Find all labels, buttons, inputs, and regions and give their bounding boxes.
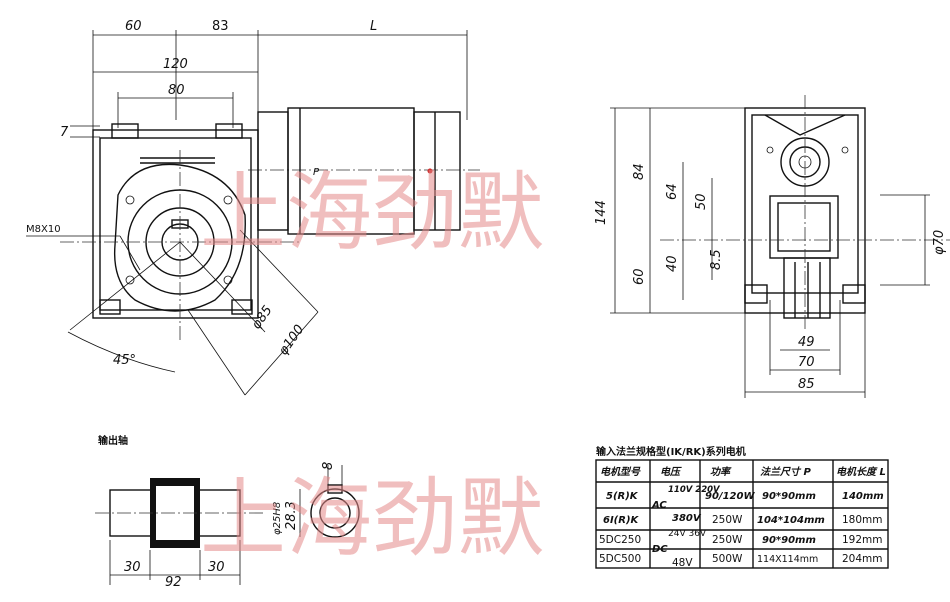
row1-model: 5(R)K [606,491,639,502]
row3-model: 5DC250 [599,534,641,546]
row3-power: 250W [712,534,743,546]
dim-83: 83 [212,19,229,34]
dim-45: 45° [113,353,136,368]
row3-length: 192mm [842,534,883,546]
row4-power: 500W [712,553,743,565]
dim-70: 70 [798,355,815,370]
dim-phi100: φ100 [276,322,307,358]
table-header-power: 功率 [710,466,732,478]
dim-60: 60 [125,19,142,34]
key-dim-25: φ25H8 [272,502,283,535]
dim-40: 40 [665,255,680,272]
row2-voltage: 380V [672,513,702,524]
side-view: 144 84 64 50 60 40 8.5 φ70 49 70 85 [594,95,950,398]
dim-L: L [370,19,377,34]
dim-8-5: 8.5 [709,249,724,270]
dim-64: 64 [665,183,680,200]
front-view: 60 83 L 120 80 7 [26,19,480,396]
dim-120: 120 [163,57,188,72]
row2-power: 250W [712,514,743,526]
dim-50: 50 [694,193,709,210]
row2-length: 180mm [842,514,883,526]
table-header-length: 电机长度 L [836,466,886,478]
table-title: 输入法兰规格型(IK/RK)系列电机 [596,445,746,458]
shaft-dim-30b: 30 [208,560,225,575]
row4-model: 5DC500 [599,553,641,565]
watermark-bottom: 上海劲默 [200,469,544,569]
dim-60: 60 [632,268,647,285]
row1-voltage: 110V 220V [668,485,721,495]
dim-7: 7 [60,125,69,140]
watermark-top: 上海劲默 [200,163,544,263]
row3-voltage: 24V 36V [668,529,707,539]
row1-length: 140mm [842,491,884,502]
dim-phi70: φ70 [932,230,947,255]
row2-flange: 104*104mm [757,515,825,526]
shaft-dim-92: 92 [165,575,182,590]
motor-spec-table: 输入法兰规格型(IK/RK)系列电机 电机型号 电压 功率 法兰尺寸 P 电机长… [595,445,889,569]
shaft-title: 输出轴 [98,434,128,447]
row3-flange: 90*90mm [762,535,816,546]
thread-label: M8X10 [26,224,61,235]
row4-flange: 114X114mm [757,554,818,565]
shaft-view: 输出轴 30 92 30 8 28.3 φ25H8 [95,434,360,590]
dim-49: 49 [798,335,815,350]
row1-voltage-group: AC [651,500,667,511]
dim-phi85: φ85 [249,303,276,332]
dim-P: P [313,167,320,178]
table-header-voltage: 电压 [660,466,682,478]
row1-flange: 90*90mm [762,491,816,502]
table-header-model: 电机型号 [600,466,641,478]
dim-80: 80 [168,83,185,98]
row4-length: 204mm [842,553,883,565]
row1-power: 90/120W [705,491,755,502]
key-dim-283: 28.3 [284,501,299,530]
dim-85: 85 [798,377,815,392]
row4-voltage: 48V [672,557,693,569]
key-dim-8: 8 [321,462,336,470]
row3-voltage-group: DC [652,544,668,555]
dim-144: 144 [594,200,609,225]
row2-model: 6I(R)K [603,515,640,526]
dim-84: 84 [632,163,647,180]
table-header-flange: 法兰尺寸 P [760,466,811,478]
shaft-dim-30a: 30 [124,560,141,575]
